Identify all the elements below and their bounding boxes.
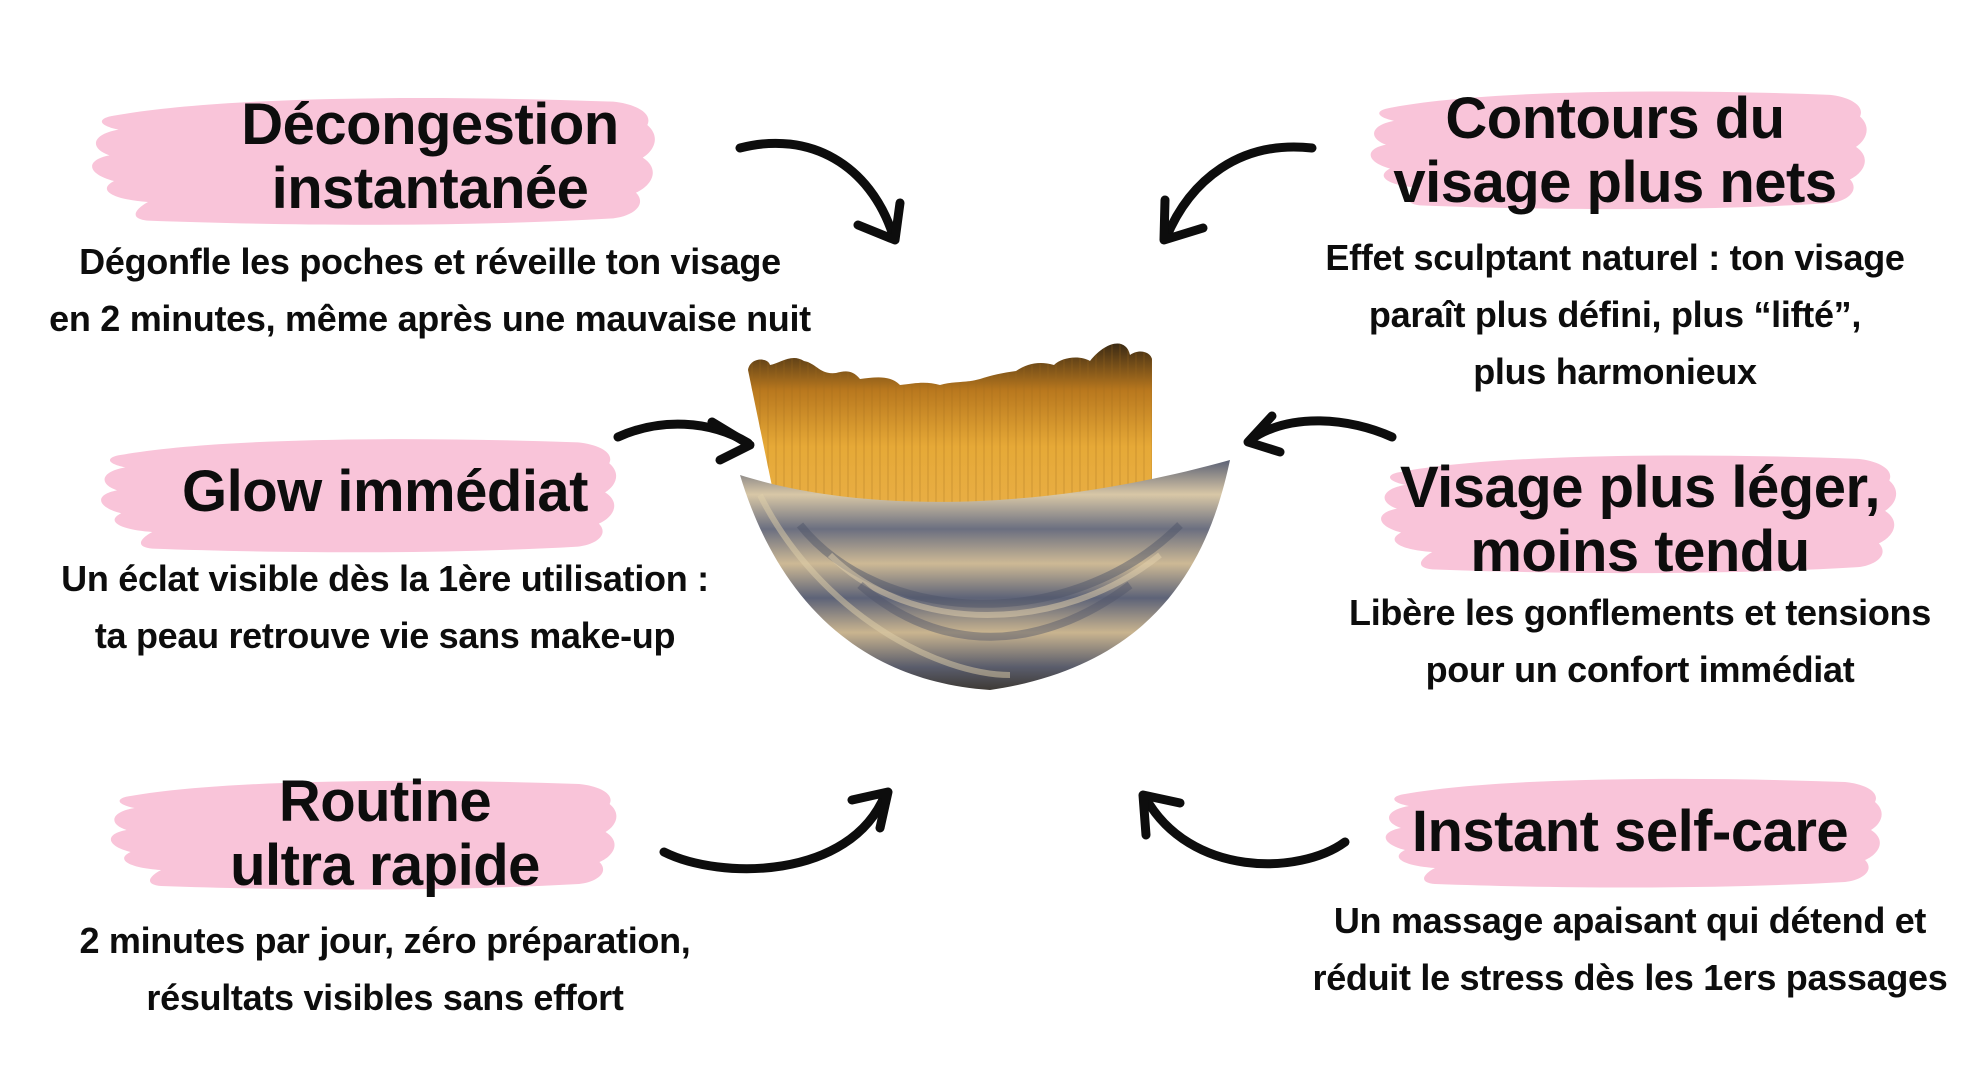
desc-line: plus harmonieux — [1473, 351, 1757, 392]
title-line: Glow immédiat — [181, 459, 589, 524]
curved-arrow-icon — [1138, 790, 1350, 869]
title-line: visage plus nets — [1393, 150, 1837, 215]
benefit-description: Dégonfle les poches et réveille ton visa… — [20, 233, 840, 347]
benefit-description: Un éclat visible dès la 1ère utilisation… — [20, 550, 750, 664]
desc-line: Un massage apaisant qui détend et — [1333, 900, 1927, 941]
title-line: ultra rapide — [230, 833, 540, 898]
title-line: moins tendu — [1470, 519, 1810, 584]
curved-arrow-icon — [1159, 142, 1317, 245]
desc-line: Effet sculptant naturel : ton visage — [1325, 237, 1905, 278]
bristles — [748, 343, 1152, 532]
benefit-self-care: Instant self-care Un massage apaisant qu… — [1280, 772, 1980, 1006]
desc-line: Un éclat visible dès la 1ère utilisation… — [61, 558, 709, 599]
desc-line: résultats visibles sans effort — [146, 977, 624, 1018]
benefit-title: Contours du visage plus nets — [1270, 84, 1960, 215]
desc-line: Dégonfle les poches et réveille ton visa… — [79, 241, 781, 282]
benefit-visage-leger: Visage plus léger, moins tendu Libère le… — [1300, 448, 1980, 698]
desc-line: ta peau retrouve vie sans make-up — [94, 615, 676, 656]
benefit-glow: Glow immédiat Un éclat visible dès la 1è… — [20, 432, 750, 664]
desc-line: réduit le stress dès les 1ers passages — [1312, 957, 1948, 998]
wooden-handle — [740, 460, 1230, 690]
benefit-title: Routine ultra rapide — [20, 768, 750, 898]
benefit-title: Instant self-care — [1280, 772, 1980, 892]
benefit-decongestion: Décongestion instantanée Dégonfle les po… — [20, 90, 840, 347]
title-line: Décongestion — [241, 92, 619, 157]
benefit-title: Visage plus léger, moins tendu — [1300, 448, 1980, 584]
desc-line: 2 minutes par jour, zéro préparation, — [79, 920, 691, 961]
desc-line: Libère les gonflements et tensions — [1349, 592, 1931, 633]
benefit-description: Un massage apaisant qui détend et réduit… — [1280, 892, 1980, 1006]
facial-brush-product-image — [740, 343, 1230, 690]
curved-arrow-icon — [1243, 411, 1397, 457]
benefit-title: Décongestion instantanée — [20, 90, 840, 221]
curved-arrow-icon — [735, 138, 905, 245]
desc-line: en 2 minutes, même après une mauvaise nu… — [49, 298, 811, 339]
benefit-description: 2 minutes par jour, zéro préparation, ré… — [20, 912, 750, 1026]
title-line: Routine — [278, 769, 492, 834]
desc-line: pour un confort immédiat — [1425, 649, 1855, 690]
title-line: Instant self-care — [1411, 799, 1849, 864]
title-line: Visage plus léger, — [1400, 455, 1880, 520]
curved-arrow-icon — [659, 787, 893, 874]
benefit-description: Effet sculptant naturel : ton visage par… — [1270, 229, 1960, 400]
benefit-title: Glow immédiat — [20, 432, 750, 546]
desc-line: paraît plus défini, plus “lifté”, — [1368, 294, 1862, 335]
benefit-description: Libère les gonflements et tensions pour … — [1300, 584, 1980, 698]
benefit-contours: Contours du visage plus nets Effet sculp… — [1270, 84, 1960, 400]
title-line: Contours du — [1445, 86, 1785, 151]
title-line: instantanée — [271, 156, 589, 221]
curved-arrow-icon — [613, 417, 755, 465]
benefit-routine: Routine ultra rapide 2 minutes par jour,… — [20, 768, 750, 1026]
